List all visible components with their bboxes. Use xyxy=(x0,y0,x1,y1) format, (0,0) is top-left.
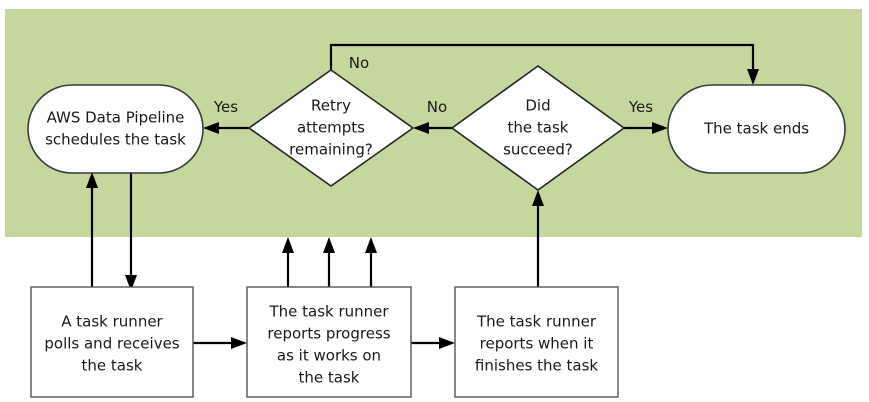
arrowhead-up-schedules xyxy=(86,172,98,188)
node-succeed-shape[interactable] xyxy=(450,65,626,191)
edge-succeed-no-to-retry xyxy=(413,122,452,134)
node-schedules-line-1: AWS Data Pipeline xyxy=(47,109,185,127)
node-schedules-line-2: schedules the task xyxy=(45,131,186,149)
edge-progress-report-1 xyxy=(282,237,294,287)
node-polls-shape[interactable] xyxy=(30,286,194,398)
arrowhead-down-ends xyxy=(747,69,759,85)
node-progress-shape[interactable] xyxy=(246,286,412,398)
node-finishes-line-3: finishes the task xyxy=(475,357,599,375)
arrowhead-up-report-1 xyxy=(282,237,294,253)
edge-retry-yes-to-schedules xyxy=(203,122,249,134)
edge-finishes-to-succeed xyxy=(532,190,544,287)
node-progress-line-3: as it works on xyxy=(277,347,381,365)
node-task-runner-reports-progress[interactable]: The task runner reports progress as it w… xyxy=(246,286,412,398)
node-retry-line-2: attempts xyxy=(297,119,365,137)
edge-schedules-to-polls xyxy=(125,172,137,291)
node-succeed-line-2: the task xyxy=(508,119,569,137)
arrowhead-up-succeed xyxy=(532,190,544,206)
edge-label-retry-yes: Yes xyxy=(213,98,238,116)
arrowhead-up-report-3 xyxy=(365,237,377,253)
edge-progress-to-finishes xyxy=(411,337,455,349)
node-retry-line-1: Retry xyxy=(311,97,351,115)
arrowhead-right-ends xyxy=(652,122,668,134)
edge-label-succeed-yes: Yes xyxy=(628,98,653,116)
node-finishes-line-1: The task runner xyxy=(476,313,597,331)
arrowhead-right-finishes xyxy=(439,337,455,349)
node-progress-line-2: reports progress xyxy=(267,325,390,343)
node-task-runner-polls[interactable]: A task runner polls and receives the tas… xyxy=(30,286,194,398)
edge-succeed-yes-to-ends xyxy=(624,122,668,134)
arrowhead-right-progress xyxy=(231,337,247,349)
node-finishes-line-2: reports when it xyxy=(480,335,594,353)
node-polls-line-1: A task runner xyxy=(61,313,163,331)
node-progress-line-1: The task runner xyxy=(268,303,389,321)
node-task-ends[interactable]: The task ends xyxy=(667,84,846,174)
edge-label-retry-no: No xyxy=(349,54,369,72)
edge-retry-no-to-ends xyxy=(329,43,759,85)
node-schedules-task[interactable]: AWS Data Pipeline schedules the task xyxy=(27,84,204,174)
node-task-runner-reports-finish[interactable]: The task runner reports when it finishes… xyxy=(454,286,619,398)
edge-polls-to-progress xyxy=(193,337,247,349)
node-ends-label: The task ends xyxy=(703,120,809,138)
node-polls-line-3: the task xyxy=(82,357,143,375)
edge-label-succeed-no: No xyxy=(427,98,447,116)
node-polls-line-2: polls and receives xyxy=(44,335,179,353)
edge-progress-report-2 xyxy=(323,237,335,287)
node-progress-line-4: the task xyxy=(299,369,360,387)
node-succeed-line-3: succeed? xyxy=(503,141,573,159)
arrowhead-left-retry xyxy=(413,122,429,134)
node-retry-shape[interactable] xyxy=(247,69,415,187)
arrowhead-down-polls xyxy=(125,275,137,291)
node-finishes-shape[interactable] xyxy=(454,286,619,398)
edge-progress-report-3 xyxy=(365,237,377,287)
node-succeed-line-1: Did xyxy=(525,97,550,115)
node-schedules-shape[interactable] xyxy=(27,84,204,174)
node-retry-line-3: remaining? xyxy=(289,141,373,159)
node-ends-shape[interactable] xyxy=(667,84,846,174)
node-did-task-succeed[interactable]: Did the task succeed? xyxy=(450,65,626,191)
node-retry-attempts[interactable]: Retry attempts remaining? xyxy=(247,69,415,187)
arrowhead-left-schedules xyxy=(203,122,219,134)
arrowhead-up-report-2 xyxy=(323,237,335,253)
